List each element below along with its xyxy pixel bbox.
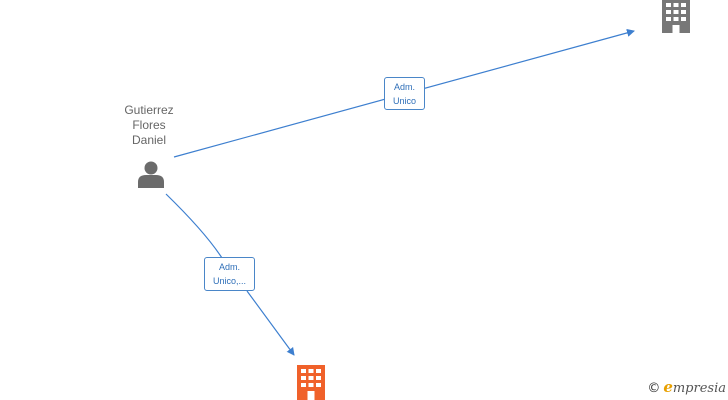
edge-label-line: Unico — [392, 96, 416, 106]
brand-logo-letter: e — [663, 378, 673, 396]
building-icon[interactable] — [294, 365, 328, 400]
building-icon[interactable] — [660, 0, 692, 33]
person-icon[interactable] — [136, 160, 166, 188]
edge-label-role[interactable]: Adm. Unico — [384, 77, 425, 110]
edge-label-line: Unico,... — [212, 276, 246, 286]
edge-label-line: Adm. — [393, 82, 415, 92]
copyright-symbol: © — [647, 381, 661, 396]
brand-logo-text: mpresia — [672, 381, 726, 396]
edge-label-role[interactable]: Adm. Unico,... — [204, 257, 255, 291]
brand-logo: ©empresia — [647, 378, 726, 396]
person-name-line: Flores — [132, 118, 166, 132]
person-name[interactable]: Gutierrez Flores Daniel — [110, 103, 188, 148]
person-name-line: Daniel — [131, 133, 167, 147]
edge-label-line: Adm. — [218, 262, 240, 272]
person-name-line: Gutierrez — [124, 103, 174, 117]
edge-line-bottom — [165, 193, 294, 355]
